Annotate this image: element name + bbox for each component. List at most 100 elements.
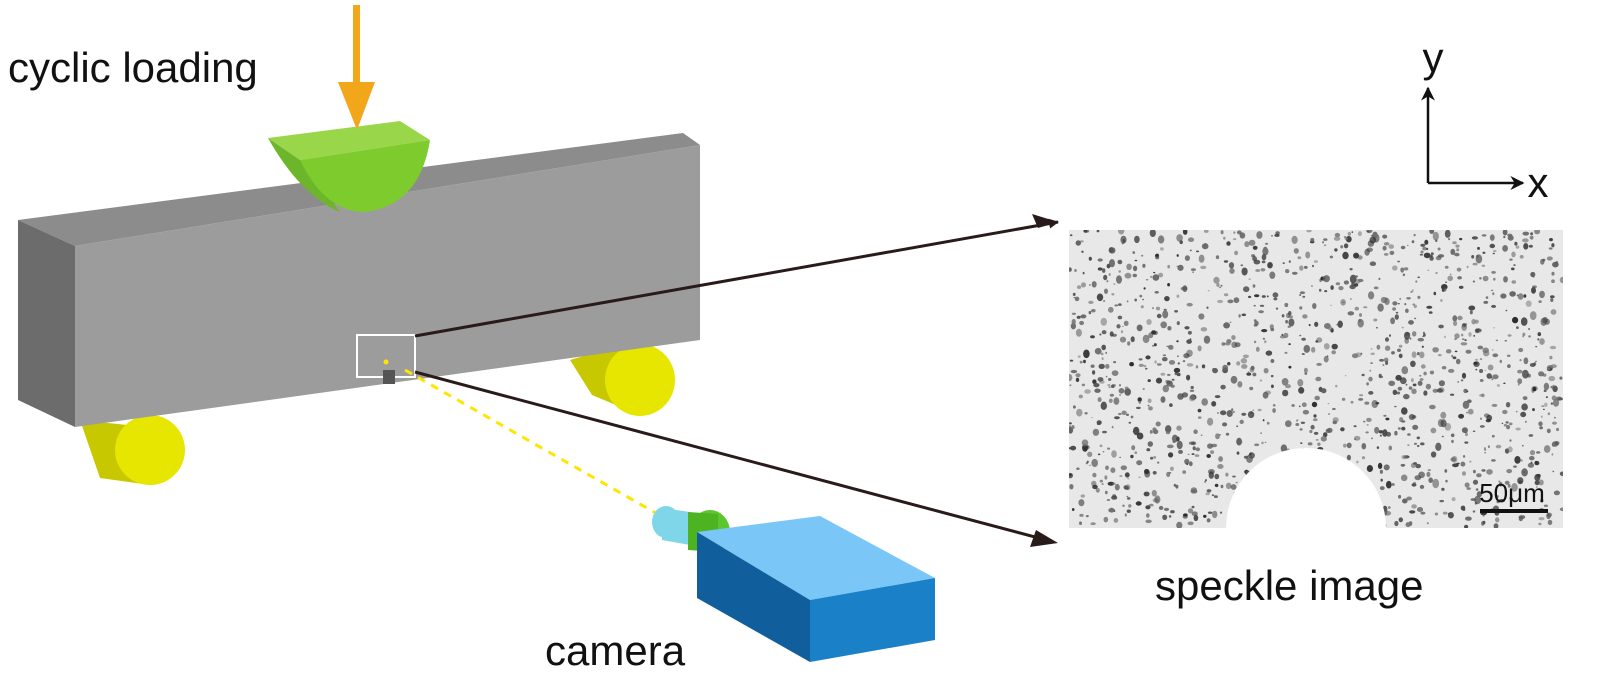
speckle-dot bbox=[1383, 414, 1387, 417]
speckle-dot bbox=[1426, 305, 1433, 309]
speckle-dot bbox=[1249, 452, 1252, 456]
speckle-dot bbox=[1424, 239, 1429, 245]
speckle-dot bbox=[1419, 484, 1425, 489]
speckle-dot bbox=[1116, 275, 1122, 284]
speckle-dot bbox=[1252, 245, 1258, 250]
speckle-dot bbox=[1522, 396, 1528, 401]
speckle-dot bbox=[1299, 306, 1303, 310]
speckle-dot bbox=[1150, 456, 1154, 460]
speckle-dot bbox=[1187, 508, 1194, 514]
speckle-dot bbox=[1342, 251, 1349, 260]
speckle-dot bbox=[1182, 470, 1187, 474]
speckle-dot bbox=[1476, 473, 1482, 478]
speckle-dot bbox=[1152, 345, 1155, 347]
speckle-dot bbox=[1080, 494, 1086, 498]
speckle-dot bbox=[1126, 263, 1132, 270]
speckle-dot bbox=[1401, 366, 1409, 375]
speckle-dot bbox=[1143, 364, 1147, 368]
speckle-dot bbox=[1411, 483, 1417, 487]
speckle-dot bbox=[1203, 335, 1211, 344]
speckle-dot bbox=[1438, 354, 1442, 357]
speckle-dot bbox=[1552, 421, 1557, 425]
speckle-dot bbox=[1513, 264, 1516, 266]
speckle-dot bbox=[1503, 382, 1506, 385]
speckle-dot bbox=[1369, 369, 1372, 372]
speckle-dot bbox=[1328, 413, 1331, 415]
speckle-dot bbox=[1288, 343, 1291, 346]
speckle-dot bbox=[1236, 437, 1242, 446]
speckle-dot bbox=[1437, 419, 1444, 427]
speckle-dot bbox=[1371, 400, 1379, 408]
speckle-dot bbox=[1207, 511, 1213, 514]
speckle-dot bbox=[1071, 508, 1075, 511]
speckle-dot bbox=[1197, 345, 1202, 352]
speckle-dot bbox=[1195, 365, 1199, 369]
speckle-dot bbox=[1078, 394, 1083, 399]
speckle-dot bbox=[1233, 231, 1236, 234]
speckle-dot bbox=[1502, 230, 1508, 236]
speckle-dot bbox=[1072, 292, 1076, 296]
speckle-dot bbox=[1189, 389, 1195, 392]
speckle-dot bbox=[1270, 328, 1275, 332]
speckle-dot bbox=[1273, 297, 1278, 301]
speckle-dot bbox=[1385, 417, 1390, 421]
speckle-dot bbox=[1231, 335, 1236, 340]
speckle-dot bbox=[1466, 399, 1472, 404]
speckle-image: 50μm bbox=[1069, 230, 1563, 528]
speckle-dot bbox=[1382, 429, 1388, 437]
speckle-dot bbox=[1141, 254, 1144, 257]
speckle-dot bbox=[1119, 384, 1121, 387]
speckle-dot bbox=[1261, 295, 1266, 298]
speckle-dot bbox=[1091, 309, 1096, 313]
speckle-dot bbox=[1435, 272, 1438, 274]
speckle-dot bbox=[1499, 482, 1503, 487]
speckle-dot bbox=[1469, 460, 1472, 463]
speckle-dot bbox=[1314, 321, 1319, 327]
speckle-dot bbox=[1248, 295, 1252, 299]
speckle-dot bbox=[1102, 268, 1106, 273]
speckle-dot bbox=[1162, 384, 1170, 393]
speckle-dot bbox=[1217, 299, 1224, 304]
speckle-dot bbox=[1370, 352, 1375, 355]
speckle-dot bbox=[1357, 231, 1362, 237]
speckle-dot bbox=[1353, 252, 1360, 259]
speckle-dot bbox=[1515, 410, 1518, 413]
speckle-dot bbox=[1234, 250, 1238, 256]
speckle-dot bbox=[1366, 230, 1373, 234]
speckle-dot bbox=[1113, 361, 1117, 364]
speckle-dot bbox=[1147, 398, 1152, 404]
speckle-dot bbox=[1461, 333, 1464, 337]
speckle-dot bbox=[1134, 451, 1138, 455]
speckle-dot bbox=[1410, 360, 1416, 367]
speckle-dot bbox=[1374, 426, 1380, 434]
speckle-dot bbox=[1552, 470, 1555, 473]
speckle-dot bbox=[1075, 373, 1081, 378]
speckle-dot bbox=[1507, 233, 1513, 237]
speckle-dot bbox=[1102, 430, 1107, 434]
speckle-dot bbox=[1385, 480, 1392, 489]
speckle-dot bbox=[1158, 272, 1164, 278]
speckle-dot bbox=[1124, 486, 1130, 490]
speckle-dot bbox=[1493, 523, 1499, 528]
speckle-dot bbox=[1176, 234, 1183, 242]
speckle-dot bbox=[1152, 471, 1157, 475]
speckle-dot bbox=[1301, 402, 1307, 408]
speckle-dot bbox=[1302, 409, 1310, 415]
speckle-dot bbox=[1232, 238, 1237, 241]
speckle-dot bbox=[1117, 259, 1123, 265]
speckle-dot bbox=[1385, 337, 1389, 342]
speckle-dot bbox=[1528, 244, 1533, 248]
speckle-dot bbox=[1550, 295, 1555, 299]
speckle-dot bbox=[1492, 292, 1495, 296]
speckle-dot bbox=[1308, 323, 1311, 327]
speckle-dot bbox=[1447, 275, 1453, 282]
speckle-dot bbox=[1432, 347, 1439, 353]
speckle-dot bbox=[1218, 456, 1223, 462]
speckle-dot bbox=[1112, 482, 1116, 486]
speckle-dot bbox=[1340, 299, 1346, 306]
speckle-dot bbox=[1379, 469, 1383, 474]
speckle-dot bbox=[1394, 314, 1399, 320]
speckle-dot bbox=[1378, 373, 1382, 378]
speckle-dot bbox=[1288, 365, 1292, 369]
